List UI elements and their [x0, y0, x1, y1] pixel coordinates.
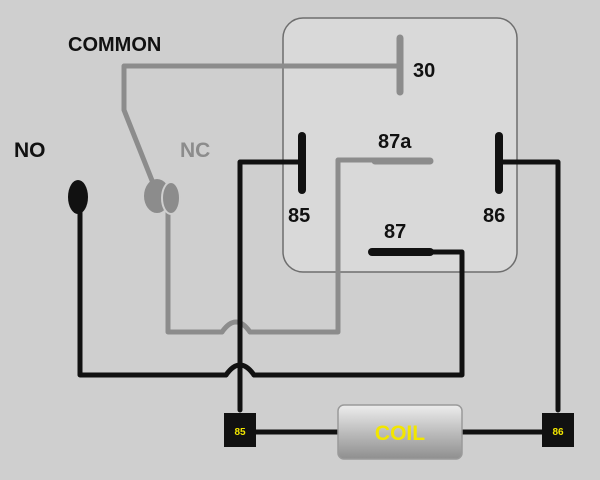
common-wire	[121, 63, 403, 191]
terminal-85-block	[224, 413, 256, 447]
no-wire-left	[77, 209, 229, 378]
pin-30-label: 30	[413, 60, 435, 82]
relay-housing	[282, 17, 518, 273]
pin-85-wire	[237, 159, 303, 413]
nc-wire	[165, 202, 225, 335]
terminal-86-label: 86	[552, 427, 564, 438]
nc-label: NC	[180, 139, 210, 162]
pin-87a-label: 87a	[378, 131, 412, 153]
nc-wire-hop	[219, 319, 253, 335]
nc-contact-rear	[161, 181, 181, 215]
no-label: NO	[14, 139, 46, 162]
terminal-86-block	[542, 413, 574, 447]
pin-87-label: 87	[384, 221, 406, 243]
coil-label: COIL	[375, 422, 425, 445]
terminal-85-label: 85	[234, 427, 246, 438]
pin-85-label: 85	[288, 205, 310, 227]
pin-86-label: 86	[483, 205, 505, 227]
coil-body	[337, 404, 463, 460]
no-contact	[68, 180, 88, 214]
pin-86-wire	[497, 159, 561, 413]
inactive-wires	[121, 63, 431, 335]
common-label: COMMON	[68, 34, 161, 56]
